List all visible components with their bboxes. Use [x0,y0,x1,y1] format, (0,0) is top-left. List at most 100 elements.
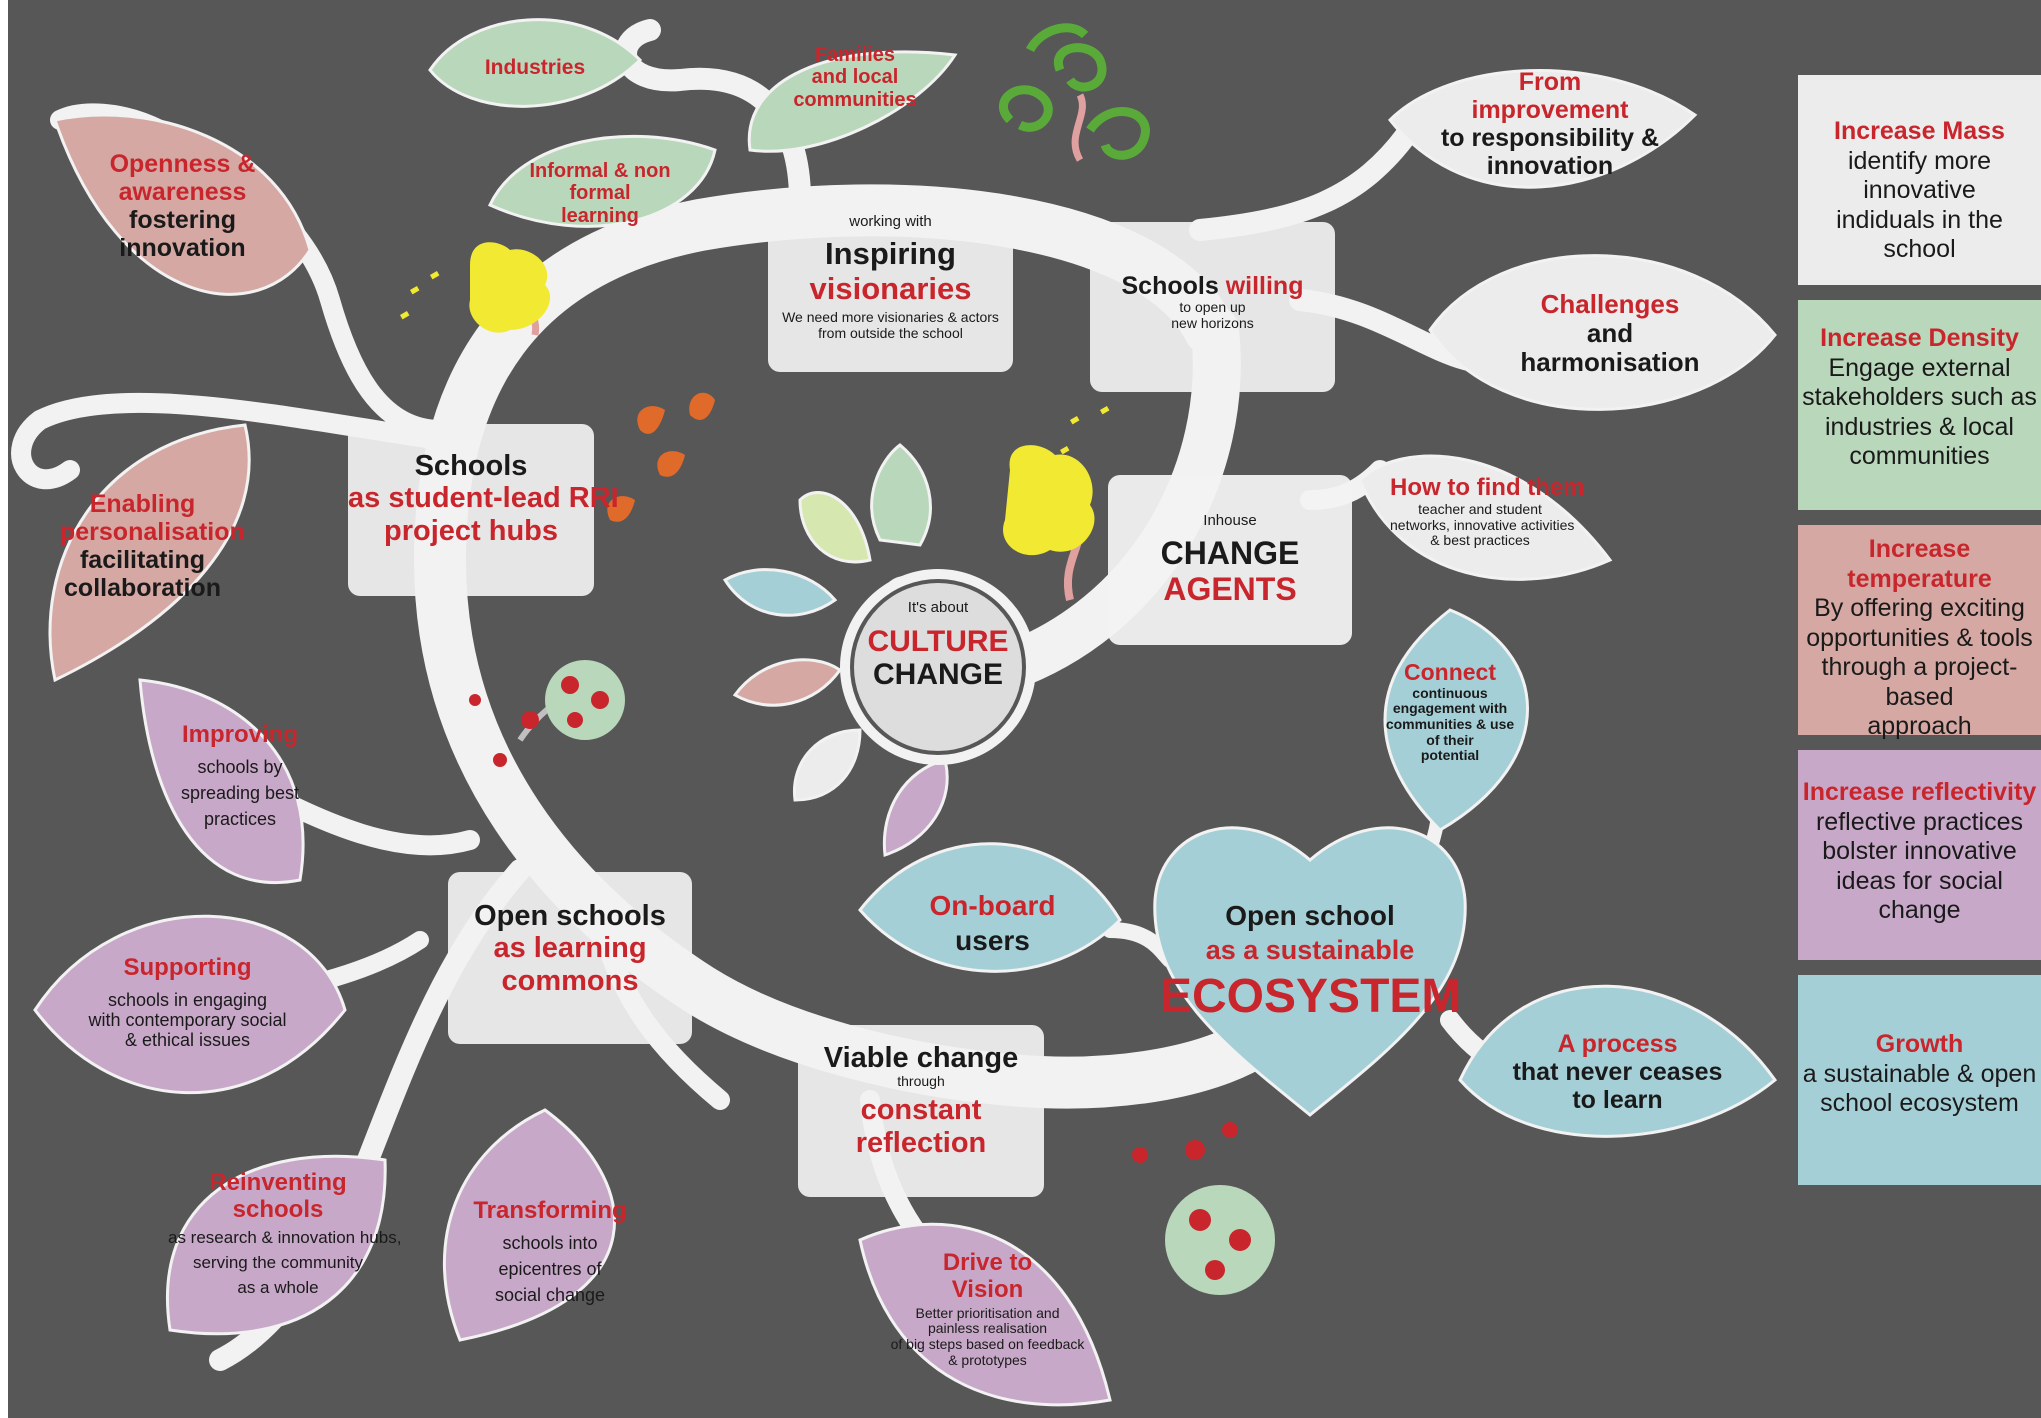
leaf-process [1458,984,1778,1138]
willing-title1: Schools [1121,272,1219,300]
onboard-t1: On-board [929,890,1056,921]
supporting-d3: & ethical issues [124,1030,251,1051]
petal-pink [732,658,843,707]
drive-d4: & prototypes [948,1351,1027,1368]
leaf-challenges [1428,254,1777,411]
box-hubs [348,424,594,596]
leaf-reinventing-text: Reinventing schools as research & innova… [168,1169,402,1297]
willing-desc2: new horizons [1171,314,1254,331]
hubs-title1: Schools [414,450,528,482]
willing-desc1: to open up [1179,299,1246,315]
reinventing-t2: schools [232,1195,324,1223]
leaf-drive-text: Drive to Vision Better prioritisation an… [890,1249,1085,1368]
leaf-process-text: A process that never ceases to learn [1505,1030,1730,1114]
mass-desc-3: indiduals in the [1836,205,2003,234]
tree-red-berries-upper [545,660,625,740]
sidebar-card-reflectivity: Increase reflectivity reflective practic… [1798,750,2041,960]
leaf-improving [138,678,305,884]
temperature-desc-1: By offering exciting [1814,594,2025,622]
viable-title2: constant [860,1094,982,1127]
reinventing-t1: Reinventing [209,1169,347,1196]
leaf-transforming [442,1108,616,1342]
falling-yellow-leaves [399,271,1110,455]
density-desc-1: Engage external [1828,353,2011,382]
visionaries-desc2: from outside the school [818,324,963,341]
center-line2: CHANGE [872,658,1003,692]
leaf-industries [428,18,643,108]
hubs-title3: project hubs [383,514,558,547]
reinventing-d2: serving the community [192,1252,364,1272]
reflectivity-title: Increase reflectivity [1802,778,2037,806]
transforming-t1: Transforming [473,1197,627,1224]
center-pre: It's about [907,599,969,616]
openness-t1: Openness & [109,150,256,178]
leaf-onboard-text: On-board users [910,890,1075,957]
reflectivity-desc-2: bolster innovative [1822,837,2017,865]
howto-d3: & best practices [1430,532,1530,549]
petal-lime [798,491,872,564]
improvement-t2: improvement [1471,96,1629,124]
leaf-challenges-text: Challenges and harmonisation [1500,289,1720,378]
leaf-connect [1383,608,1529,832]
culture-change-circle [850,579,1026,755]
ecosystem-line1: Open school [1225,900,1395,931]
improvement-d1: to responsibility & [1440,124,1660,152]
temperature-desc-3: through a project-based [1821,653,2018,711]
commons-title2: as learning [493,932,647,965]
mass-desc-2: innovative [1863,176,1976,204]
improvement-t1: From [1518,68,1582,96]
reinventing-d1: as research & innovation hubs, [168,1227,402,1247]
improving-d2: spreading best [180,783,300,804]
commons-text: Open schools as learning commons [448,900,692,997]
ecosystem-text: Open school as a sustainable ECOSYSTEM [1160,900,1462,1023]
leaf-onboard [858,842,1122,973]
box-viable [798,1025,1044,1197]
willing-title2: willing [1225,272,1304,300]
reinventing-d3: as a whole [237,1277,319,1297]
reflectivity-desc-4: change [1878,896,1961,924]
leaf-families-text: Families and local communities [780,44,930,111]
leaf-connect-text: Connect continuous engagement with commu… [1370,659,1530,764]
informal-line2: formal [569,182,631,205]
leaf-howto [1358,454,1613,581]
density-desc-2: stakeholders such as [1802,383,2037,411]
mass-desc-4: school [1883,235,1956,263]
leaf-improving-text: Improving schools by spreading best prac… [165,721,315,829]
sidebar-card-density: Increase Density Engage external stakeho… [1798,300,2041,510]
growth-title: Growth [1875,1030,1964,1058]
temperature-desc-2: opportunities & tools [1806,623,2033,652]
openness-d1: fostering [129,206,236,234]
families-line1: Families [814,44,896,66]
howto-d2: networks, innovative activities [1390,516,1575,533]
families-line3: communities [793,88,917,111]
supporting-t1: Supporting [123,954,252,981]
leaf-enabling [48,423,251,683]
transforming-d3: social change [494,1285,606,1306]
drive-d1: Better prioritisation and [915,1304,1060,1321]
reflectivity-desc-3: ideas for social [1836,866,2003,895]
leaf-reinventing [166,1154,387,1336]
supporting-d1: schools in engaging [107,989,268,1010]
visionaries-desc1: We need more visionaries & actors [782,309,999,326]
enabling-d1: facilitating [79,546,205,574]
drive-d3: of big steps based on feedback [890,1336,1085,1353]
informal-line1: Informal & non [529,160,671,182]
sidebar-card-mass: Increase Mass identify more innovative i… [1798,75,2041,285]
openness-d2: innovation [119,234,246,262]
transforming-d2: epicentres of [498,1259,602,1280]
ecosystem-line3: ECOSYSTEM [1160,969,1462,1023]
leaf-drive [858,1222,1112,1407]
density-desc-3: industries & local [1825,412,2014,441]
temperature-desc-4: approach [1867,712,1972,740]
drive-t1: Drive to [942,1249,1033,1276]
families-line2: and local [811,66,899,89]
leaf-transforming-text: Transforming schools into epicentres of … [470,1197,630,1306]
enabling-t1: Enabling [89,490,196,518]
process-d1: that never ceases [1512,1058,1723,1086]
hubs-text: Schools as student-lead RRI project hubs [348,450,619,547]
challenges-d2: harmonisation [1520,347,1700,378]
leaf-howto-text: How to find them teacher and student net… [1390,474,1585,549]
enabling-d2: collaboration [64,574,221,602]
mass-title: Increase Mass [1834,117,2005,145]
